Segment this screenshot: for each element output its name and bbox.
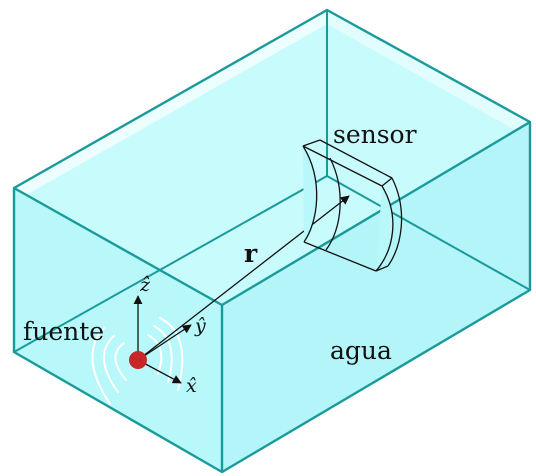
tank-right-face <box>222 122 530 472</box>
label-sensor: sensor <box>333 120 417 149</box>
tank-front-face <box>14 188 222 472</box>
position-vector-r <box>137 195 350 361</box>
tank-edge-back-right <box>326 175 531 291</box>
water-surface <box>14 10 327 194</box>
label-r: r <box>244 239 258 268</box>
label-axis-y: ŷ <box>194 315 206 337</box>
label-water: agua <box>330 336 392 365</box>
sound-waves <box>91 317 184 405</box>
tank-edge-back-left <box>13 175 328 353</box>
tank-top-face <box>14 10 530 305</box>
water-surface-back <box>327 10 530 130</box>
label-axis-z: ẑ <box>139 274 151 296</box>
label-source: fuente <box>23 317 104 346</box>
label-axis-x: x̂ <box>186 375 197 397</box>
source-dot-icon <box>129 351 147 369</box>
curved-sensor-icon <box>302 139 403 272</box>
tank-outline <box>12 8 532 474</box>
water-tank <box>12 8 532 474</box>
axis-y-arrow <box>137 324 192 361</box>
